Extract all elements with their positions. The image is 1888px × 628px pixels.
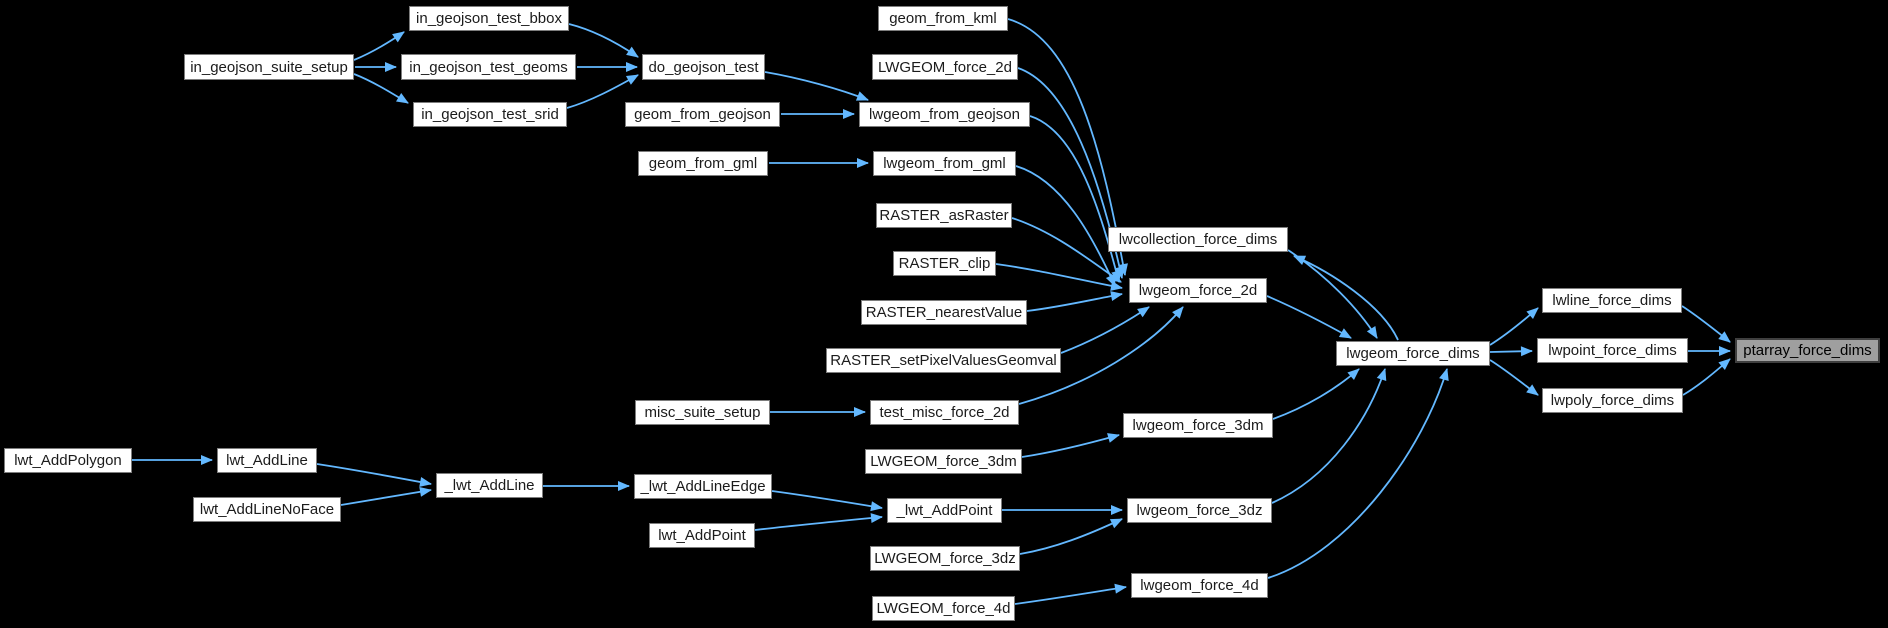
edge-in_geojson_suite_setup-to-in_geojson_test_srid — [353, 73, 409, 104]
edge-lwgeom_force_dims-to-lwcollection_force_dims — [1293, 255, 1399, 341]
node-_lwt_AddLine[interactable]: _lwt_AddLine — [436, 473, 543, 498]
edge-in_geojson_test_bbox-to-do_geojson_test — [568, 23, 639, 58]
node-lwgeom_from_geojson[interactable]: lwgeom_from_geojson — [859, 102, 1030, 127]
node-in_geojson_test_geoms[interactable]: in_geojson_test_geoms — [401, 54, 576, 80]
edge-RASTER_setPixelValuesGeomval-to-lwgeom_force_2d — [1060, 306, 1150, 354]
node-geom_from_geojson[interactable]: geom_from_geojson — [625, 102, 780, 127]
node-RASTER_asRaster[interactable]: RASTER_asRaster — [876, 203, 1012, 228]
node-_lwt_AddLineEdge[interactable]: _lwt_AddLineEdge — [634, 474, 772, 499]
node-test_misc_force_2d[interactable]: test_misc_force_2d — [870, 400, 1019, 425]
node-LWGEOM_force_3dm[interactable]: LWGEOM_force_3dm — [865, 449, 1022, 474]
node-misc_suite_setup[interactable]: misc_suite_setup — [635, 400, 770, 425]
edge-lwt_AddLine-to-_lwt_AddLine — [316, 463, 432, 487]
edge-lwline_force_dims-to-ptarray_force_dims — [1681, 305, 1731, 343]
edge-lwgeom_force_4d-to-lwgeom_force_dims — [1267, 368, 1449, 579]
edge-RASTER_clip-to-lwgeom_force_2d — [995, 263, 1123, 291]
node-lwgeom_force_3dz[interactable]: lwgeom_force_3dz — [1127, 498, 1272, 523]
node-lwt_AddPolygon[interactable]: lwt_AddPolygon — [4, 448, 132, 473]
edge-RASTER_asRaster-to-lwgeom_force_2d — [1011, 217, 1122, 283]
node-RASTER_clip[interactable]: RASTER_clip — [893, 251, 996, 276]
edge-lwt_AddPoint-to-_lwt_AddPoint — [754, 513, 883, 531]
node-lwpoint_force_dims[interactable]: lwpoint_force_dims — [1537, 338, 1688, 363]
node-_lwt_AddPoint[interactable]: _lwt_AddPoint — [887, 498, 1002, 523]
node-LWGEOM_force_2d[interactable]: LWGEOM_force_2d — [872, 54, 1018, 80]
node-lwline_force_dims[interactable]: lwline_force_dims — [1542, 288, 1682, 313]
node-in_geojson_test_bbox[interactable]: in_geojson_test_bbox — [409, 6, 569, 31]
node-in_geojson_test_srid[interactable]: in_geojson_test_srid — [413, 102, 567, 127]
edge-lwgeom_force_2d-to-lwgeom_force_dims — [1266, 295, 1352, 339]
node-in_geojson_suite_setup[interactable]: in_geojson_suite_setup — [184, 54, 354, 80]
node-RASTER_nearestValue[interactable]: RASTER_nearestValue — [861, 300, 1027, 325]
node-lwcollection_force_dims[interactable]: lwcollection_force_dims — [1108, 227, 1288, 252]
edge-lwgeom_force_dims-to-lwline_force_dims — [1489, 307, 1539, 346]
edge-LWGEOM_force_3dz-to-lwgeom_force_3dz — [1019, 518, 1123, 555]
node-lwgeom_force_2d[interactable]: lwgeom_force_2d — [1129, 278, 1267, 303]
node-geom_from_kml[interactable]: geom_from_kml — [878, 6, 1008, 31]
edge-lwgeom_force_3dz-to-lwgeom_force_dims — [1271, 368, 1387, 504]
edge-lwgeom_from_gml-to-lwgeom_force_2d — [1015, 165, 1116, 287]
edge-lwgeom_from_geojson-to-lwgeom_force_2d — [1029, 115, 1122, 283]
node-lwpoly_force_dims[interactable]: lwpoly_force_dims — [1542, 388, 1683, 413]
node-LWGEOM_force_3dz[interactable]: LWGEOM_force_3dz — [870, 546, 1020, 571]
node-RASTER_setPixelValuesGeomval[interactable]: RASTER_setPixelValuesGeomval — [826, 348, 1061, 373]
edge-lwt_AddLineNoFace-to-_lwt_AddLine — [340, 486, 432, 506]
node-lwgeom_force_4d[interactable]: lwgeom_force_4d — [1131, 573, 1268, 598]
node-lwgeom_from_gml[interactable]: lwgeom_from_gml — [873, 151, 1016, 176]
edge-LWGEOM_force_3dm-to-lwgeom_force_3dm — [1021, 433, 1120, 458]
edge-LWGEOM_force_4d-to-lwgeom_force_4d — [1014, 583, 1127, 605]
node-geom_from_gml[interactable]: geom_from_gml — [638, 151, 768, 176]
edge-RASTER_nearestValue-to-lwgeom_force_2d — [1026, 291, 1123, 312]
edge-lwgeom_force_dims-to-lwpoly_force_dims — [1489, 359, 1539, 396]
node-lwgeom_force_3dm[interactable]: lwgeom_force_3dm — [1123, 413, 1273, 438]
edge-lwgeom_force_3dm-to-lwgeom_force_dims — [1272, 368, 1360, 420]
node-lwt_AddLine[interactable]: lwt_AddLine — [217, 448, 317, 473]
node-lwt_AddLineNoFace[interactable]: lwt_AddLineNoFace — [193, 497, 341, 522]
edge-test_misc_force_2d-to-lwgeom_force_2d — [1018, 306, 1184, 405]
edge-_lwt_AddLineEdge-to-_lwt_AddPoint — [771, 490, 883, 512]
edge-in_geojson_suite_setup-to-in_geojson_test_bbox — [353, 31, 405, 61]
node-lwt_AddPoint[interactable]: lwt_AddPoint — [649, 523, 755, 548]
node-ptarray_force_dims: ptarray_force_dims — [1735, 338, 1880, 363]
edge-lwpoly_force_dims-to-ptarray_force_dims — [1682, 358, 1731, 396]
node-do_geojson_test[interactable]: do_geojson_test — [642, 54, 765, 80]
node-lwgeom_force_dims[interactable]: lwgeom_force_dims — [1336, 341, 1490, 366]
edge-lwcollection_force_dims-to-lwgeom_force_dims — [1287, 249, 1378, 339]
edge-lwgeom_force_dims-to-lwpoint_force_dims — [1489, 346, 1533, 357]
edge-in_geojson_test_srid-to-do_geojson_test — [566, 74, 639, 109]
edge-do_geojson_test-to-lwgeom_from_geojson — [764, 71, 869, 101]
node-LWGEOM_force_4d[interactable]: LWGEOM_force_4d — [872, 596, 1015, 621]
